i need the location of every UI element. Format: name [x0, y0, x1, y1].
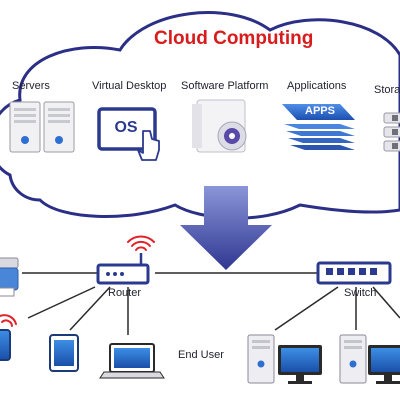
phone-wifi-icon: [0, 314, 17, 327]
smartphone-icon: [0, 329, 11, 361]
desktop-computer-icon: [339, 334, 400, 384]
server-icon: [9, 101, 75, 153]
router-icon: [96, 253, 150, 285]
network-links: [22, 272, 400, 335]
service-label-storage-clip: Storage: [374, 80, 400, 98]
end-user-label: End User: [178, 349, 224, 361]
storage-icon: [383, 112, 400, 152]
service-label-virtual-desktop: Virtual Desktop: [92, 80, 167, 92]
router-label: Router: [108, 287, 142, 299]
desktop-computer-icon: [247, 334, 322, 384]
pointer-hand-icon: [137, 130, 160, 161]
switch-icon: [316, 261, 392, 285]
apps-stack-icon: [282, 104, 355, 150]
switch-label: Switch: [344, 287, 377, 299]
software-platform-icon: [192, 99, 247, 153]
diagram-title: Cloud Computing: [154, 28, 314, 49]
service-label-servers: Servers: [12, 80, 50, 92]
service-label-software-platform: Software Platform: [181, 80, 269, 92]
service-label-applications: Applications: [287, 80, 347, 92]
printer-icon: [0, 257, 19, 297]
wifi-signal-icon: [127, 235, 155, 251]
down-arrow-icon: [180, 186, 272, 270]
service-label-storage: Storage: [374, 84, 400, 96]
laptop-icon: [99, 343, 165, 379]
virtual-desktop-icon: [97, 107, 160, 161]
apps-text: APPS: [305, 105, 335, 117]
os-text: OS: [114, 119, 138, 136]
tablet-icon: [49, 334, 79, 372]
